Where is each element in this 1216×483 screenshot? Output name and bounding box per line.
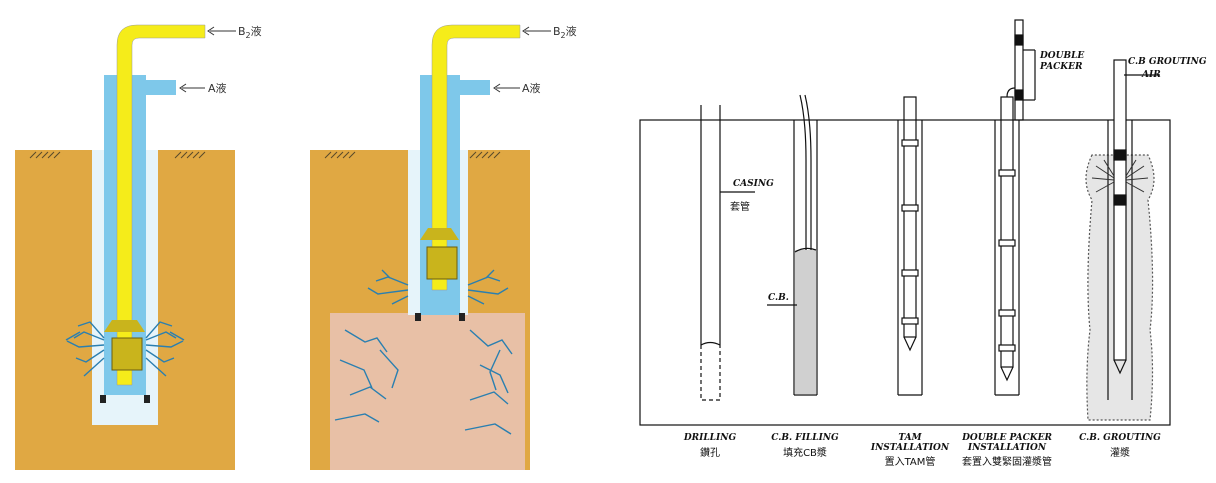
step-cb-filling — [767, 94, 818, 396]
surface-hatch — [324, 151, 501, 159]
surface-hatch — [29, 151, 206, 159]
packer-body — [111, 337, 143, 371]
packer-body — [426, 246, 458, 280]
panel-middle: B2液 A液 — [310, 24, 577, 470]
step-caption-en: TAM — [898, 433, 922, 443]
seal-right — [144, 395, 150, 403]
seal-left — [415, 313, 421, 321]
a-inlet-arrow — [493, 83, 520, 93]
grouted-zone — [330, 313, 525, 470]
step-caption-cjk: 置入TAM管 — [885, 455, 936, 468]
step-caption-en2: INSTALLATION — [967, 443, 1047, 453]
step-cb-grouting — [1085, 59, 1160, 421]
grouting-air-label-1: C.B GROUTING — [1128, 57, 1207, 67]
packer-top — [104, 320, 145, 332]
label-b-fluid: B2液 — [553, 24, 577, 40]
casing-cjk-label: 套管 — [730, 200, 750, 213]
double-packer-label-1: DOUBLE — [1039, 51, 1084, 61]
step-caption-en: C.B. GROUTING — [1079, 433, 1161, 443]
b-inlet-arrow — [522, 26, 551, 36]
panel-left: B2液 A液 — [15, 24, 262, 470]
packer-top — [420, 228, 459, 240]
step-drilling — [700, 105, 755, 401]
a-inlet-arrow — [179, 83, 205, 93]
step-caption-en: DOUBLE PACKER — [961, 433, 1052, 443]
step-caption-cjk: 填充CB漿 — [783, 446, 827, 459]
step-caption-cjk: 灌漿 — [1110, 446, 1130, 459]
step-caption-en: C.B. FILLING — [771, 433, 839, 443]
label-b-fluid: B2液 — [238, 24, 262, 40]
double-packer-label-2: PACKER — [1039, 62, 1083, 72]
label-a-fluid: A液 — [208, 81, 227, 95]
seal-left — [100, 395, 106, 403]
casing-label: CASING — [733, 179, 774, 189]
panel-right — [639, 19, 1171, 426]
step-tam — [897, 96, 923, 396]
ground-frame — [639, 119, 1171, 426]
cracks — [334, 269, 513, 435]
step-caption-en2: INSTALLATION — [870, 443, 950, 453]
seal-right — [459, 313, 465, 321]
step-caption-cjk: 套置入雙緊固灌漿管 — [962, 455, 1052, 468]
step-caption-en: DRILLING — [683, 433, 737, 443]
step-double-packer — [994, 19, 1036, 396]
cb-label: C.B. — [768, 293, 789, 303]
cracks — [65, 321, 185, 377]
grouting-air-label-2: AIR — [1141, 70, 1161, 80]
b-inlet-arrow — [207, 26, 236, 36]
label-a-fluid: A液 — [522, 81, 541, 95]
right-labels: CASING 套管 C.B. DOUBLE PACKER C.B GROUTIN… — [683, 51, 1207, 468]
step-caption-cjk: 鑽孔 — [700, 446, 720, 459]
